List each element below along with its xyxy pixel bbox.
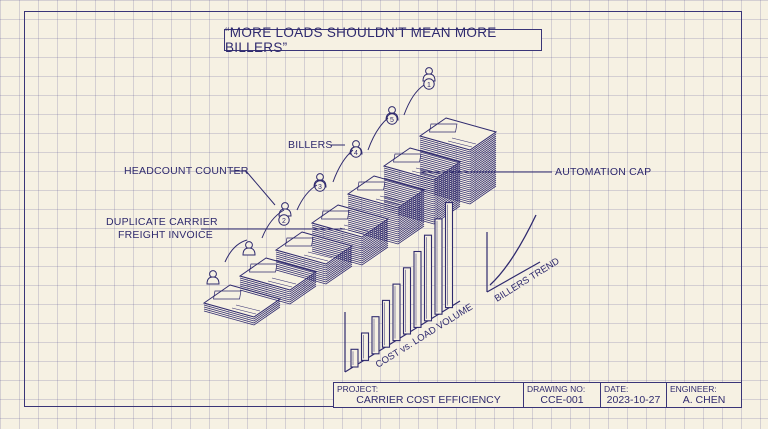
cost-chart-bar <box>413 250 422 328</box>
callout-automation-cap: AUTOMATION CAP <box>555 166 652 178</box>
step-number-badge: 5 <box>386 113 398 125</box>
title-block: PROJECT: CARRIER COST EFFICIENCY DRAWING… <box>333 382 742 408</box>
drawing-header: DRAWING NO: <box>527 384 586 394</box>
drawing-title: “MORE LOADS SHOULDN’T MEAN MORE BILLERS” <box>224 25 542 55</box>
cost-chart-bar <box>350 348 359 368</box>
callout-duplicate-invoice-1: DUPLICATE CARRIER <box>106 216 218 228</box>
biller-icon <box>422 67 436 82</box>
leader-lines <box>201 84 552 263</box>
title-block-drawing: DRAWING NO: CCE-001 <box>524 383 601 407</box>
paper-stack <box>311 204 389 266</box>
cost-chart-bar <box>360 332 370 361</box>
title-block-project: PROJECT: CARRIER COST EFFICIENCY <box>334 383 524 407</box>
step-number: 2 <box>282 218 286 225</box>
cost-chart <box>344 202 461 373</box>
step-number-badge: 2 <box>278 214 290 226</box>
biller-icon <box>278 202 292 217</box>
callout-billers: BILLERS <box>288 139 333 151</box>
cost-chart-bar <box>444 202 454 309</box>
title-block-engineer: ENGINEER: A. CHEN <box>667 383 741 407</box>
cost-chart-bar <box>423 234 433 322</box>
callout-duplicate-invoice-2: FREIGHT INVOICE <box>118 229 213 241</box>
engineer-value: A. CHEN <box>682 394 726 406</box>
drawing-title-text: “MORE LOADS SHOULDN’T MEAN MORE BILLERS” <box>225 25 497 55</box>
cost-chart-bar <box>381 299 391 348</box>
project-header: PROJECT: <box>337 384 379 394</box>
step-number: 5 <box>390 117 394 124</box>
project-value: CARRIER COST EFFICIENCY <box>356 394 501 406</box>
step-number-badge: 3 <box>314 180 326 192</box>
paper-stack <box>203 284 281 326</box>
biller-icon <box>206 270 220 285</box>
drawing-value: CCE-001 <box>540 394 584 406</box>
paper-stack <box>419 117 497 205</box>
step-number: 1 <box>427 82 431 89</box>
paper-stacks <box>203 117 497 326</box>
step-number-badge: 1 <box>423 78 435 90</box>
trend-chart-label: BILLERS TREND <box>493 256 562 305</box>
trend-axis-x <box>486 261 541 293</box>
engineer-header: ENGINEER: <box>670 384 717 394</box>
date-header: DATE: <box>604 384 629 394</box>
callout-headcount-counter: HEADCOUNT COUNTER <box>124 165 249 177</box>
cost-chart-bar <box>392 283 401 342</box>
date-value: 2023-10-27 <box>606 394 661 406</box>
step-number: 4 <box>354 150 358 157</box>
cost-chart-bar <box>402 267 412 335</box>
cost-chart-bars <box>350 202 454 368</box>
paper-stack <box>239 257 317 305</box>
billers-trend-chart <box>486 214 541 293</box>
step-number-badge: 4 <box>350 146 362 158</box>
cost-chart-bar <box>371 316 380 355</box>
cost-chart-bar <box>434 218 443 315</box>
step-number: 3 <box>318 184 322 191</box>
biller-icon <box>242 241 256 256</box>
title-block-date: DATE: 2023-10-27 <box>601 383 667 407</box>
trend-line <box>489 214 537 286</box>
